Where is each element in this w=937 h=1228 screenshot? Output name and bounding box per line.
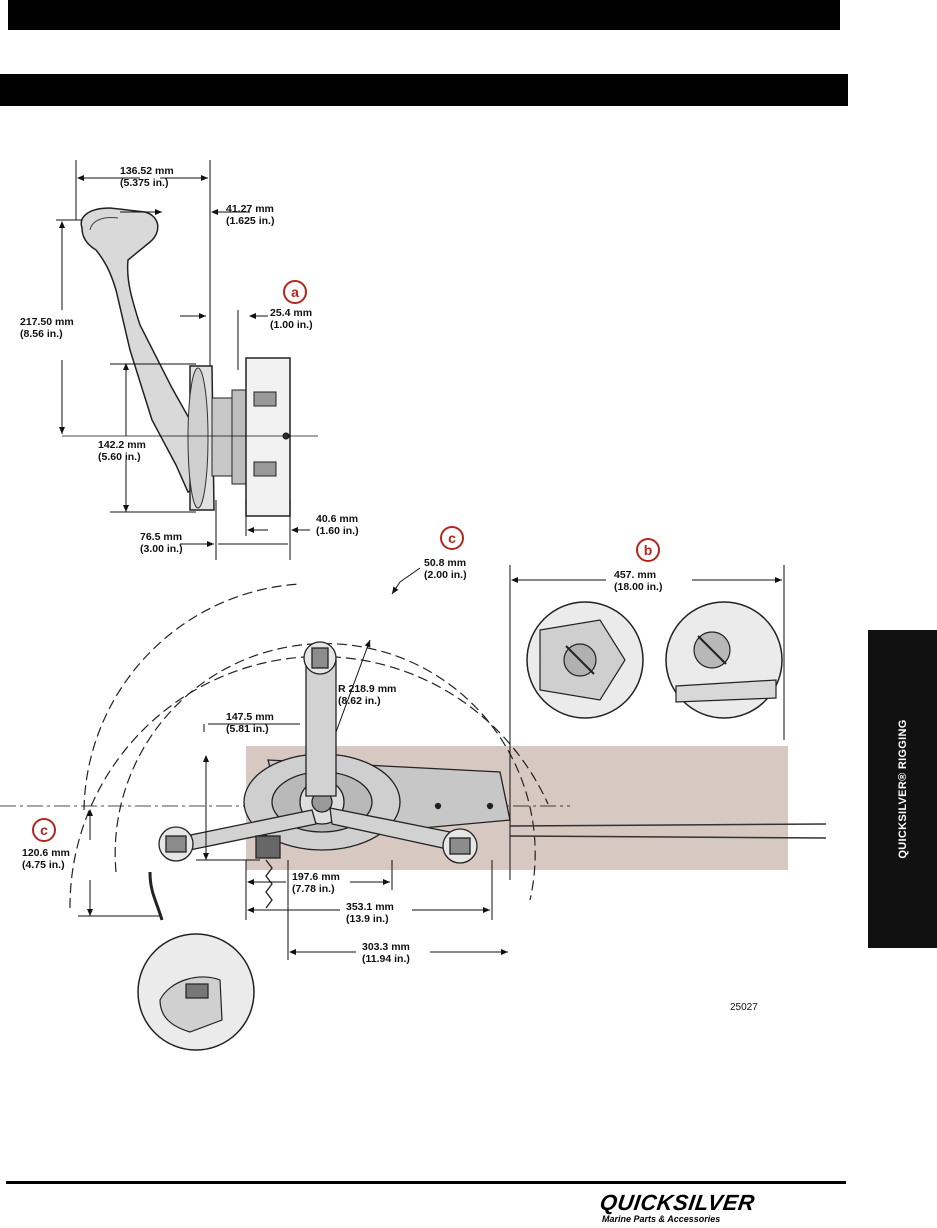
control-top-view (158, 641, 827, 909)
dim-pivot-to-neutral-mm: 197.6 mm (292, 871, 340, 883)
callout-c-left: c (32, 818, 56, 842)
svg-text:c: c (40, 822, 48, 838)
side-tab[interactable]: QUICKSILVER® RIGGING (868, 630, 937, 948)
dim-pivot-to-full-mm: 353.1 mm (346, 901, 394, 913)
dim-cable-length-in: (18.00 in.) (614, 581, 662, 593)
brand-tagline: Marine Parts & Accessories (602, 1214, 721, 1224)
footer-rule (6, 1181, 846, 1184)
swing-arcs (69, 583, 549, 909)
dim-overall-width-mm: 303.3 mm (362, 941, 410, 953)
dim-hub-offset-in: (1.625 in.) (226, 215, 274, 227)
dim-base-height-mm: 142.2 mm (98, 439, 146, 451)
dim-base-depth-in: (3.00 in.) (140, 543, 183, 555)
dim-spacer-depth-in: (1.00 in.) (270, 319, 313, 331)
dimension-drawing: 136.52 mm (5.375 in.) 41.27 mm (1.625 in… (0, 160, 827, 1051)
dim-handle-height-in: (8.56 in.) (20, 328, 63, 340)
svg-text:b: b (644, 542, 653, 558)
callout-b: b (636, 538, 660, 562)
side-tab-label: QUICKSILVER® RIGGING (896, 719, 909, 859)
svg-text:a: a (291, 284, 299, 300)
dim-spacer-depth-mm: 25.4 mm (270, 307, 312, 319)
dim-hub-offset-mm: 41.27 mm (226, 203, 274, 215)
dim-handle-radius-mm: R 218.9 mm (338, 683, 396, 695)
dim-pivot-to-neutral-in: (7.78 in.) (292, 883, 335, 895)
dim-handle-width-in: (5.375 in.) (120, 177, 168, 189)
brand-name: QUICKSILVER (598, 1190, 757, 1215)
dim-cable-length-mm: 457. mm (614, 569, 656, 581)
dim-housing-depth-mm: 40.6 mm (316, 513, 358, 525)
dim-base-depth-mm: 76.5 mm (140, 531, 182, 543)
dim-overall-width-in: (11.94 in.) (362, 953, 410, 965)
top-view-dimensions (78, 565, 785, 960)
dim-lower-height-in: (4.75 in.) (22, 859, 65, 871)
dim-base-height-in: (5.60 in.) (98, 451, 141, 463)
dim-clearance-in: (2.00 in.) (424, 569, 467, 581)
side-view (62, 207, 318, 517)
callout-c-top: c (440, 526, 464, 550)
dim-handle-width-mm: 136.52 mm (120, 165, 174, 177)
dim-lower-height-mm: 120.6 mm (22, 847, 70, 859)
dim-clearance-mm: 50.8 mm (424, 557, 466, 569)
dim-pivot-height-in: (5.81 in.) (226, 723, 269, 735)
section-title-bar (0, 74, 848, 106)
figure-number: 25027 (730, 1002, 758, 1013)
header-bar (8, 0, 840, 30)
quicksilver-logo: QUICKSILVER Marine Parts & Accessories (598, 1190, 775, 1228)
dim-housing-depth-in: (1.60 in.) (316, 525, 359, 537)
svg-text:c: c (448, 530, 456, 546)
dim-pivot-height-mm: 147.5 mm (226, 711, 274, 723)
dim-pivot-to-full-in: (13.9 in.) (346, 913, 389, 925)
callout-a: a (283, 280, 307, 304)
dim-handle-height-mm: 217.50 mm (20, 316, 74, 328)
side-view-dimensions (56, 160, 310, 560)
dim-handle-radius-in: (8.62 in.) (338, 695, 381, 707)
